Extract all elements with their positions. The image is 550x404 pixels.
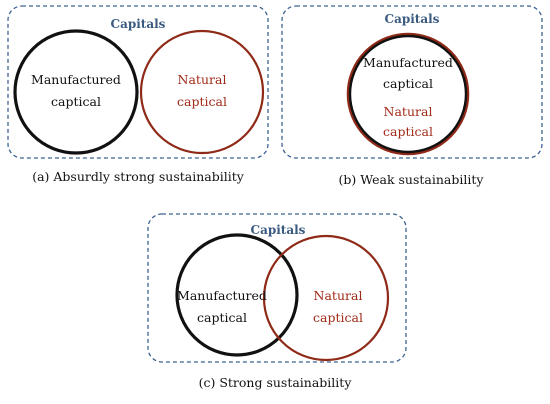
- panel-c-title: Capitals: [251, 223, 306, 237]
- panel-a: Capitals Manufactured captical Natural c…: [7, 5, 269, 184]
- panel-a-natural-label-line2: captical: [177, 94, 227, 109]
- panel-a-natural-label-line1: Natural: [178, 72, 227, 87]
- panel-c-frame: [147, 213, 407, 363]
- panel-b-caption: (b) Weak sustainability: [339, 172, 485, 187]
- panel-a-manufactured-circle: [13, 29, 139, 155]
- panel-c-manufactured-label-line2: captical: [197, 310, 247, 325]
- panel-b-manufactured-label-line1: Manufactured: [363, 55, 453, 70]
- panel-b-manufactured-label-line2: captical: [383, 76, 433, 91]
- panel-b-natural-circle: [346, 32, 470, 156]
- panel-a-manufactured-label-line2: captical: [51, 94, 101, 109]
- panel-a-natural-circle: [139, 29, 265, 155]
- panel-c-natural-circle: [262, 234, 390, 362]
- panel-a-manufactured-label-line1: Manufactured: [31, 72, 121, 87]
- panel-b-natural-label-line2: captical: [383, 124, 433, 139]
- panel-c-caption: (c) Strong sustainability: [199, 375, 353, 390]
- panel-b-manufactured-circle: [348, 34, 468, 154]
- panel-b-frame: [281, 5, 543, 159]
- panel-c-natural-label-line2: captical: [313, 310, 363, 325]
- panel-c-natural-label-line1: Natural: [314, 288, 363, 303]
- panel-c-manufactured-circle: [175, 233, 299, 357]
- panel-c: Capitals Manufactured captical Natural c…: [147, 213, 407, 390]
- panel-a-title: Capitals: [111, 17, 166, 31]
- panel-a-caption: (a) Absurdly strong sustainability: [32, 169, 245, 184]
- panel-b: Capitals Manufactured captical Natural c…: [281, 5, 543, 187]
- panel-a-frame: [7, 5, 269, 159]
- panel-b-title: Capitals: [385, 12, 440, 26]
- panel-b-natural-label-line1: Natural: [384, 104, 433, 119]
- panel-c-manufactured-label-line1: Manufactured: [177, 288, 267, 303]
